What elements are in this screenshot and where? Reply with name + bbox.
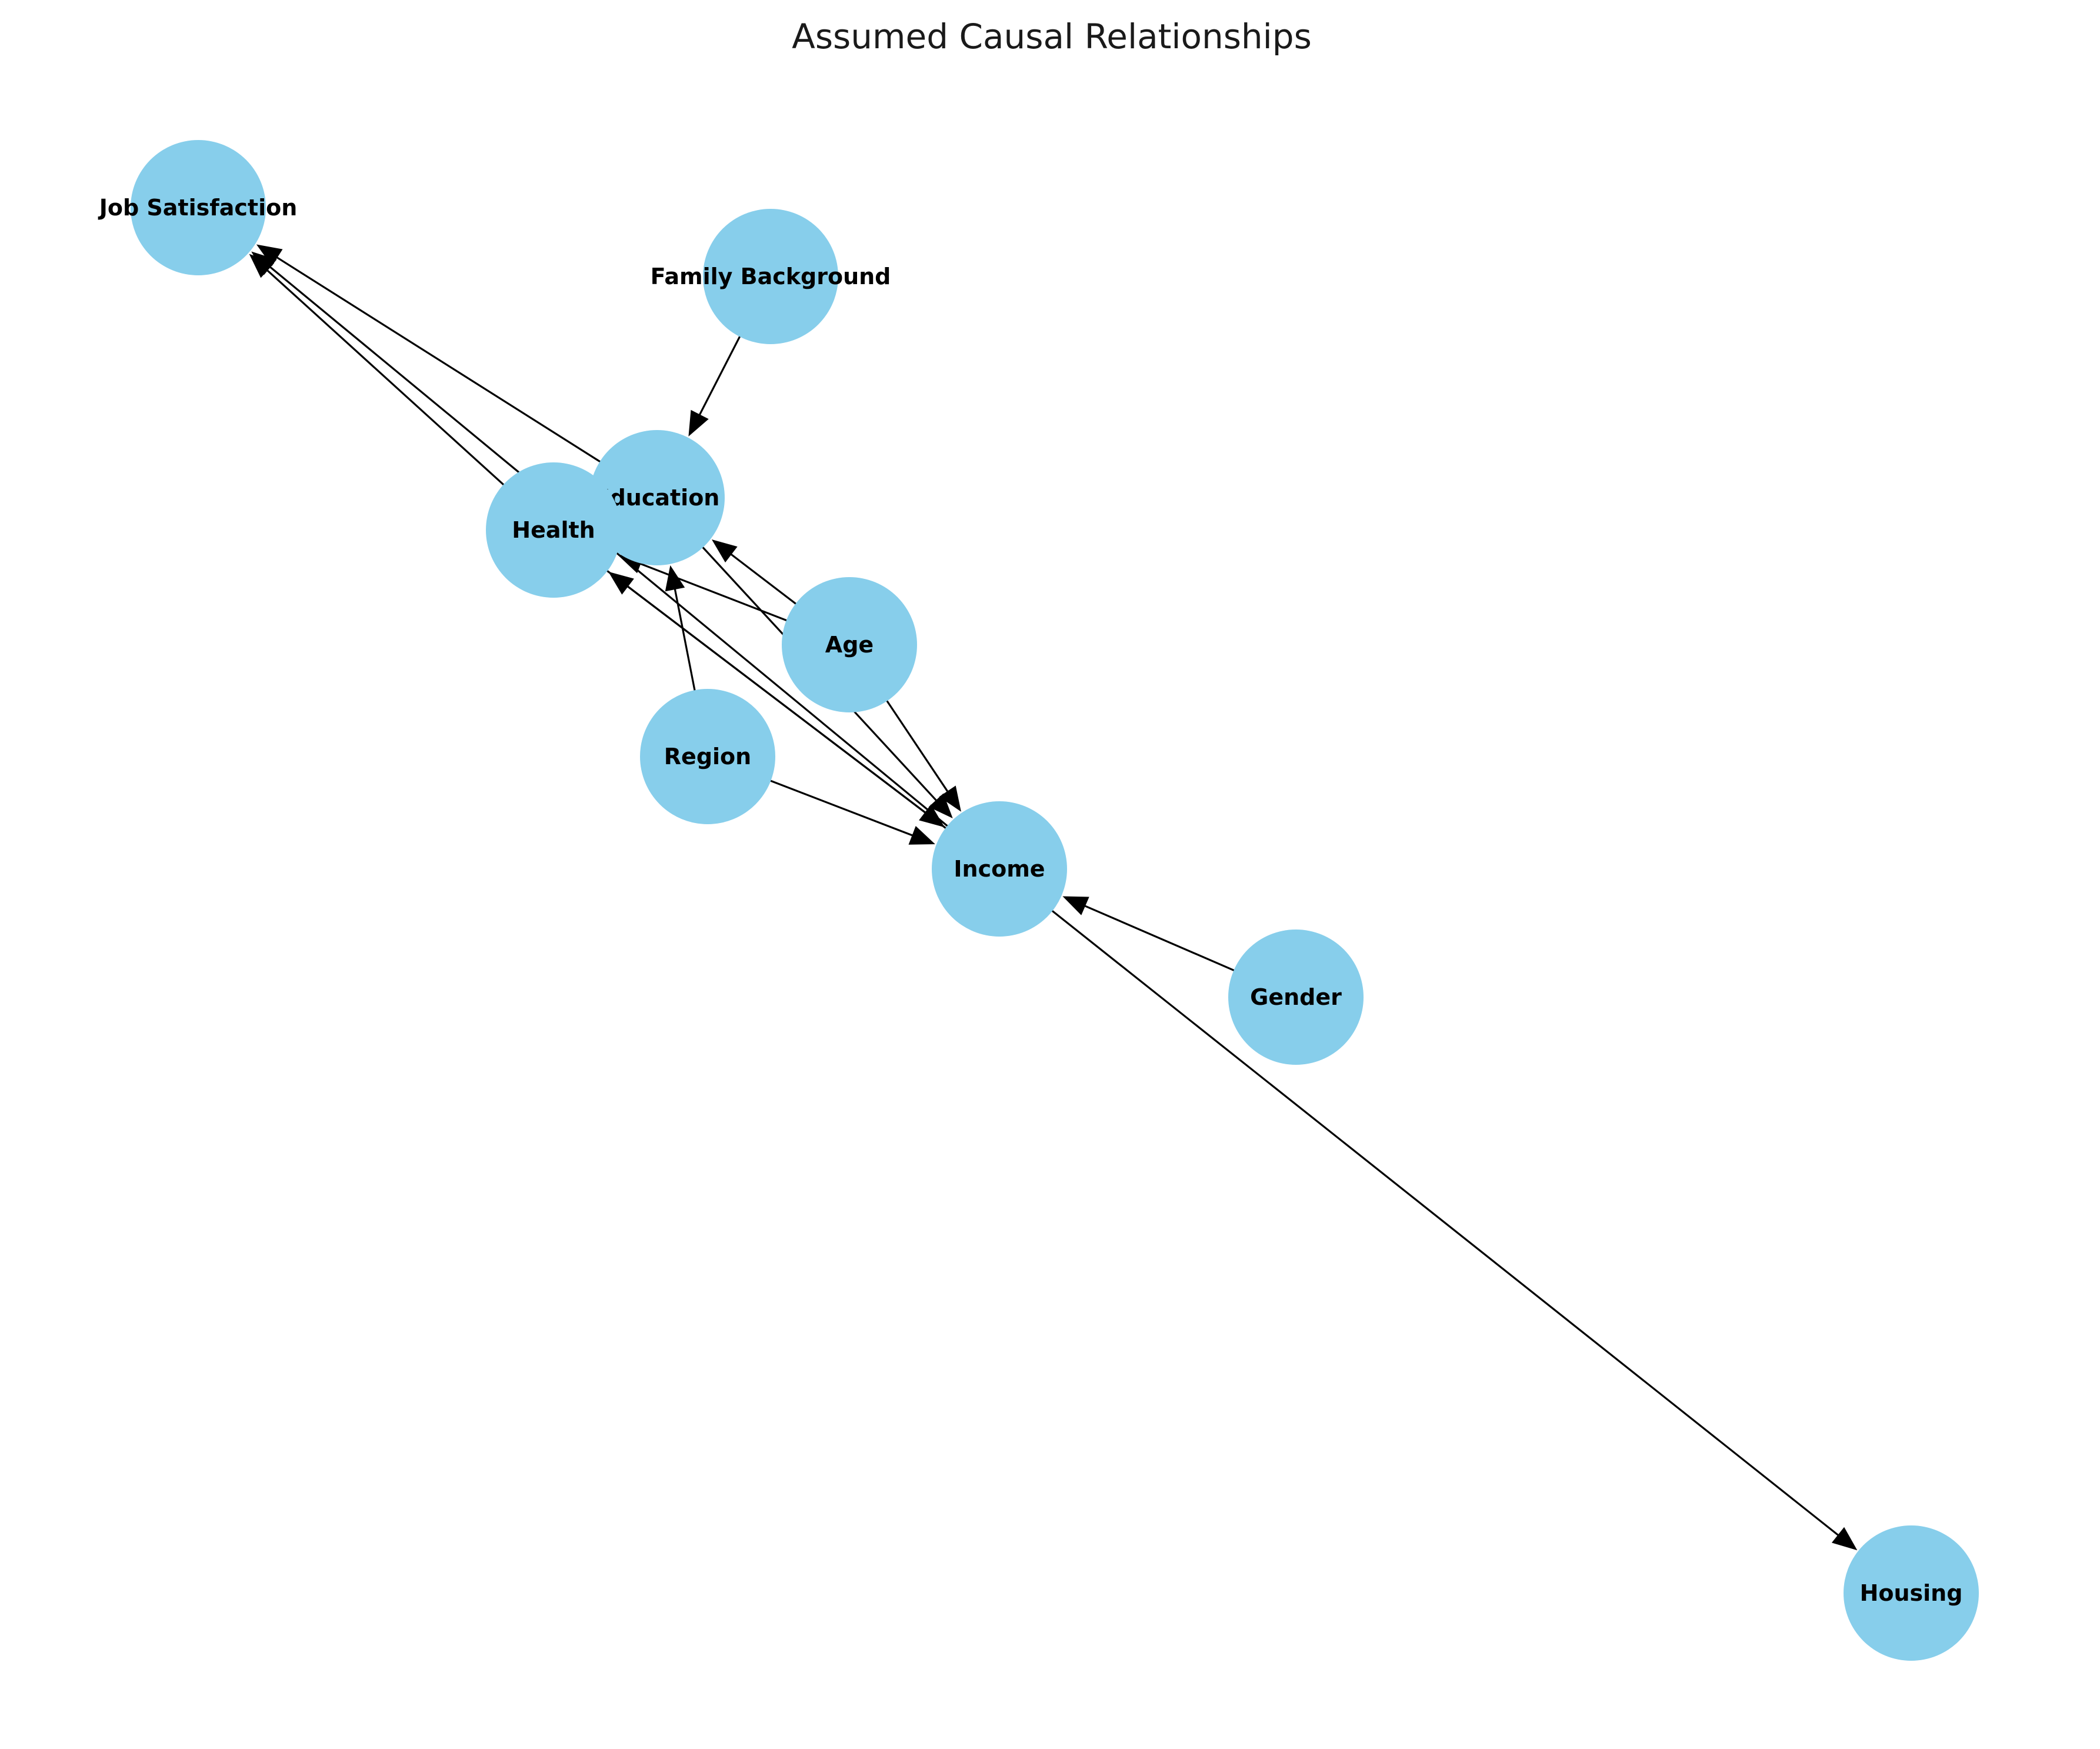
node-housing: Housing [1844,1525,1979,1661]
edge-line [265,268,506,488]
edge-line [1082,904,1237,972]
edge-line [698,334,742,417]
node-health: Health [486,462,621,598]
node-region: Region [640,689,775,824]
node-circle [703,209,838,344]
node-job-satisfaction: Job Satisfaction [98,140,298,275]
edge-line [884,698,950,794]
edge-line [1049,908,1841,1537]
arrowhead [256,244,283,266]
node-gender: Gender [1228,930,1364,1065]
edge-income-to-housing [1049,908,1858,1551]
arrowhead [908,825,935,845]
edge-education-to-job_satisfaction [256,244,603,464]
node-circle [1844,1525,1979,1661]
node-label: Health [512,517,595,543]
node-circle [486,462,621,598]
arrowhead [928,793,953,818]
edge-family_background-to-education [688,334,742,437]
node-label: Age [825,632,874,658]
node-circle [932,801,1067,937]
arrowhead [1062,896,1089,915]
node-label: Income [954,856,1045,882]
node-circle [782,577,917,712]
edge-line [768,779,915,837]
edge-age-to-income [884,698,961,812]
arrowhead [711,539,738,563]
node-label: Gender [1250,984,1342,1010]
edge-line [729,552,799,607]
node-label: Region [664,744,751,769]
arrowhead [1831,1527,1858,1551]
arrowhead [608,571,634,595]
node-circle [640,689,775,824]
node-label: Family Background [651,264,891,289]
edge-line [275,255,603,464]
node-education: Education [589,430,725,565]
edge-income-to-health [608,571,949,831]
edge-age-to-education [711,539,799,607]
edge-line [638,562,790,622]
diagram-title: Assumed Causal Relationships [792,16,1312,56]
node-age: Age [782,577,917,712]
arrowhead [251,251,277,275]
edge-region-to-income [768,779,935,845]
node-label: Job Satisfaction [98,195,298,221]
edge-line [625,584,949,831]
arrowhead [665,565,685,592]
node-circle [589,430,725,565]
node-income: Income [932,801,1067,937]
arrowhead [688,409,709,437]
arrowhead [939,785,961,812]
node-label: Housing [1860,1580,1963,1606]
node-circle [131,140,266,275]
node-circle [1228,930,1364,1065]
edge-gender-to-income [1062,896,1237,972]
node-family-background: Family Background [651,209,891,344]
